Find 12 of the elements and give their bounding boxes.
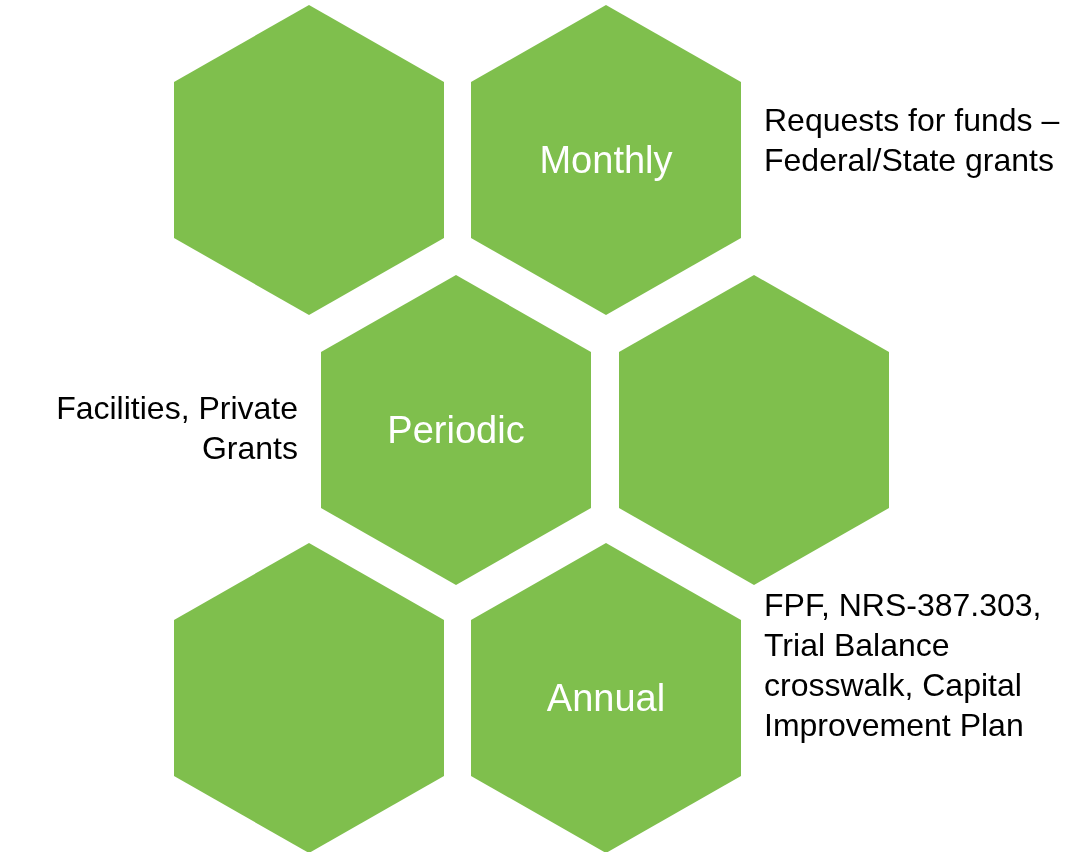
side-note: Facilities, Private Grants <box>55 389 298 468</box>
hexagon-label: Monthly <box>538 138 674 182</box>
side-note: FPF, NRS-387.303, Trial Balance crosswalk, Capital Improvement Plan <box>764 586 1043 745</box>
side-note: Requests for funds – Federal/State grants <box>764 101 1061 180</box>
hexagon-label: Annual <box>545 676 667 720</box>
hexagon <box>471 543 741 852</box>
hexagon <box>174 543 444 852</box>
hexagon <box>321 275 591 585</box>
hexagon <box>471 5 741 315</box>
hexagon-label: Periodic <box>386 408 526 452</box>
hexagon <box>174 5 444 315</box>
hexagon <box>619 275 889 585</box>
